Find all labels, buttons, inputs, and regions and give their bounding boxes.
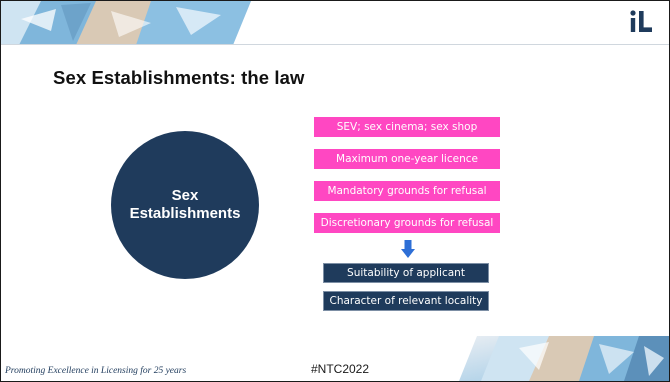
pink-box-discretionary: Discretionary grounds for refusal (314, 213, 500, 233)
footer-hashtag: #NTC2022 (311, 362, 370, 376)
slide-title: Sex Establishments: the law (53, 67, 305, 88)
navy-box-suitability: Suitability of applicant (323, 263, 489, 283)
navy-box-locality: Character of relevant locality (323, 291, 489, 311)
circle-label-line-2: Establishments (129, 205, 241, 222)
pink-box-licence: Maximum one-year licence (314, 149, 500, 169)
il-logo-icon (627, 9, 657, 35)
top-banner (1, 1, 669, 45)
bottom-banner (459, 336, 669, 381)
pink-box-sev: SEV; sex cinema; sex shop (314, 117, 500, 137)
circle-label-line-1: Sex (171, 187, 199, 204)
arrow-down-icon (401, 240, 415, 258)
pink-box-mandatory: Mandatory grounds for refusal (314, 181, 500, 201)
sex-establishments-circle: Sex Establishments (111, 131, 259, 279)
footer-tagline: Promoting Excellence in Licensing for 25… (5, 366, 187, 376)
